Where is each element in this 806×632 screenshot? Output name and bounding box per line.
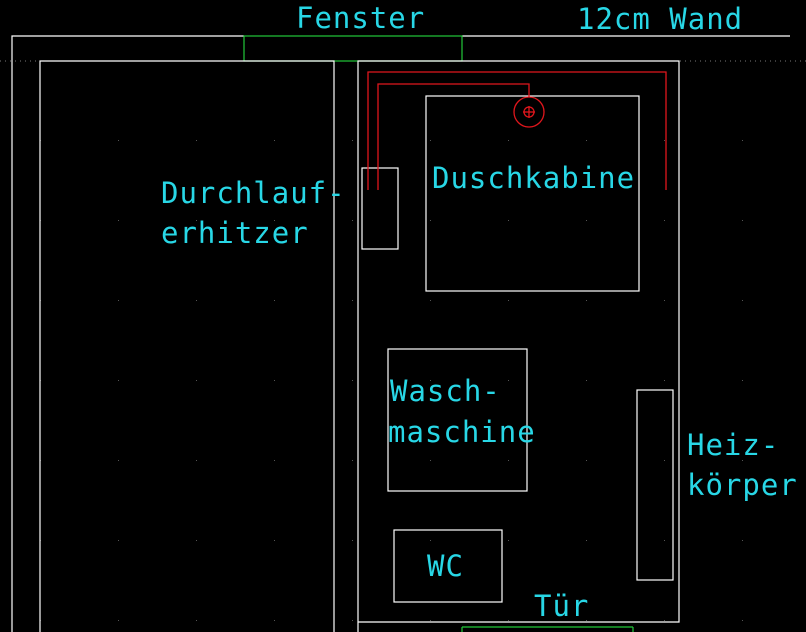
- grid-dot: [508, 220, 509, 221]
- grid-dot: [742, 140, 743, 141]
- grid-dot: [196, 620, 197, 621]
- shower-label: Duschkabine: [432, 161, 635, 195]
- heater-label-line2: erhitzer: [161, 216, 309, 250]
- grid-dot: [430, 620, 431, 621]
- grid-dot: [196, 380, 197, 381]
- grid-dots: [40, 140, 743, 621]
- grid-dot: [430, 140, 431, 141]
- grid-dot: [664, 220, 665, 221]
- outer-wall: [11, 35, 244, 632]
- grid-dot: [352, 540, 353, 541]
- grid-dot: [508, 620, 509, 621]
- window-label: Fenster: [296, 1, 425, 35]
- grid-dot: [196, 300, 197, 301]
- grid-dot: [664, 300, 665, 301]
- grid-dot: [586, 540, 587, 541]
- wall-note-label: 12cm Wand: [577, 2, 743, 36]
- pipe-inner: [377, 83, 530, 190]
- grid-dot: [118, 300, 119, 301]
- window-opening: [243, 35, 463, 62]
- grid-dot: [430, 460, 431, 461]
- radiator-label-line1: Heiz-: [687, 428, 779, 462]
- grid-dot: [274, 540, 275, 541]
- grid-dot: [586, 140, 587, 141]
- grid-dot: [352, 300, 353, 301]
- grid-dot: [508, 300, 509, 301]
- door-label: Tür: [534, 589, 589, 623]
- grid-dot: [196, 540, 197, 541]
- grid-dot: [430, 300, 431, 301]
- grid-dot: [352, 460, 353, 461]
- grid-dot: [430, 380, 431, 381]
- grid-dot: [742, 380, 743, 381]
- grid-dot: [586, 620, 587, 621]
- grid-dot: [742, 620, 743, 621]
- grid-dot: [352, 620, 353, 621]
- grid-dot: [196, 140, 197, 141]
- grid-dot: [508, 140, 509, 141]
- grid-dot: [118, 380, 119, 381]
- pipe-outer: [367, 71, 667, 190]
- grid-dot: [664, 540, 665, 541]
- grid-dot: [508, 460, 509, 461]
- grid-dot: [664, 620, 665, 621]
- grid-dot: [664, 380, 665, 381]
- grid-dot: [196, 460, 197, 461]
- grid-dot: [118, 460, 119, 461]
- grid-dot: [352, 220, 353, 221]
- grid-dot: [118, 540, 119, 541]
- wc-label: WC: [427, 549, 464, 583]
- grid-dot: [664, 460, 665, 461]
- washing-machine: [387, 348, 528, 492]
- grid-dot: [586, 460, 587, 461]
- grid-dot: [274, 300, 275, 301]
- grid-dot: [274, 140, 275, 141]
- water-heater: [361, 167, 399, 250]
- grid-dot: [742, 220, 743, 221]
- grid-dot: [274, 380, 275, 381]
- grid-dot: [274, 220, 275, 221]
- grid-dot: [352, 140, 353, 141]
- shower-head-icon: [513, 96, 545, 128]
- left-room-outline: [39, 60, 335, 632]
- grid-dot: [664, 140, 665, 141]
- grid-dot: [508, 380, 509, 381]
- washer-label-line1: Wasch-: [390, 374, 501, 408]
- radiator: [636, 389, 674, 581]
- grid-dot: [352, 380, 353, 381]
- wc: [393, 529, 503, 603]
- grid-dot: [586, 300, 587, 301]
- washer-label-line2: maschine: [388, 415, 536, 449]
- radiator-label-line2: körper: [687, 468, 798, 502]
- grid-dot: [118, 140, 119, 141]
- grid-dot: [742, 300, 743, 301]
- grid-dot: [274, 620, 275, 621]
- grid-dot: [742, 540, 743, 541]
- grid-dot: [586, 220, 587, 221]
- grid-dot: [118, 620, 119, 621]
- grid-dot: [430, 540, 431, 541]
- grid-dot: [742, 460, 743, 461]
- bathroom-outline: [357, 60, 680, 632]
- grid-dot: [118, 220, 119, 221]
- grid-dot: [196, 220, 197, 221]
- grid-dot: [586, 380, 587, 381]
- heater-label-line1: Durchlauf-: [161, 176, 346, 210]
- shower-cabin: [425, 95, 640, 292]
- grid-dot: [430, 220, 431, 221]
- grid-dot: [274, 460, 275, 461]
- grid-dot: [508, 540, 509, 541]
